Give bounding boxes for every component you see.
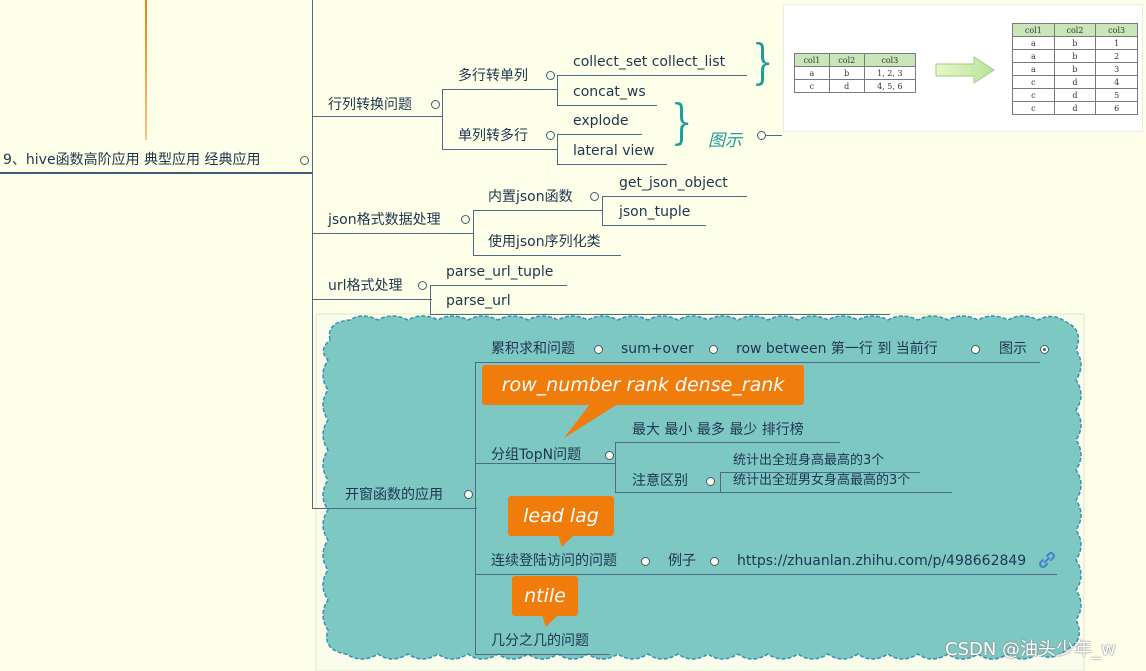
item-example[interactable]: 例子 xyxy=(668,553,696,569)
orange-connector xyxy=(145,0,147,140)
topic-window-functions[interactable]: 开窗函数的应用 xyxy=(345,487,443,503)
item-explode[interactable]: explode xyxy=(573,113,629,129)
topic-group-topn[interactable]: 分组TopN问题 xyxy=(491,447,582,463)
figure-toggle[interactable] xyxy=(757,131,766,140)
attention-toggle[interactable] xyxy=(706,477,715,486)
topic-multi-row-to-col[interactable]: 多行转单列 xyxy=(458,68,528,84)
topic-json-builtin[interactable]: 内置json函数 xyxy=(488,189,573,205)
item-cumulative-figure[interactable]: 图示 xyxy=(999,341,1027,357)
item-top3-gender[interactable]: 统计出全班男女身高最高的3个 xyxy=(733,473,911,488)
figure-label[interactable]: 图示 xyxy=(708,131,742,151)
topic-col-to-multi-row[interactable]: 单列转多行 xyxy=(458,128,528,144)
item-sum-over[interactable]: sum+over xyxy=(621,341,694,357)
cumulative-figure-toggle[interactable] xyxy=(1040,345,1049,354)
json-collapse-toggle[interactable] xyxy=(461,215,470,224)
main-trunk xyxy=(312,0,313,508)
topic-fraction[interactable]: 几分之几的问题 xyxy=(491,633,589,649)
item-json-tuple[interactable]: json_tuple xyxy=(619,204,691,220)
item-row-between[interactable]: row between 第一行 到 当前行 xyxy=(736,341,938,357)
callout-ntile: ntile xyxy=(512,576,578,616)
topic-attention[interactable]: 注意区别 xyxy=(632,473,688,489)
multi-row-collapse-toggle[interactable] xyxy=(546,71,555,80)
link-icon[interactable] xyxy=(1039,552,1055,568)
sum-over-toggle[interactable] xyxy=(709,345,718,354)
root-collapse-toggle[interactable] xyxy=(300,156,309,165)
summary-brace-upper: } xyxy=(752,34,774,90)
cumulative-toggle[interactable] xyxy=(594,345,603,354)
item-parse-url[interactable]: parse_url xyxy=(446,293,511,309)
callout-tail xyxy=(564,404,618,438)
login-toggle[interactable] xyxy=(641,557,650,566)
callout-row-number: row_number rank dense_rank xyxy=(482,365,804,405)
topic-json[interactable]: json格式数据处理 xyxy=(328,212,441,228)
item-top3-class[interactable]: 统计出全班身高最高的3个 xyxy=(733,453,885,468)
item-leaderboard[interactable]: 最大 最小 最多 最少 排行榜 xyxy=(632,422,804,438)
item-parse-url-tuple[interactable]: parse_url_tuple xyxy=(446,264,554,280)
topic-cumulative-sum[interactable]: 累积求和问题 xyxy=(491,341,575,357)
callout-lead-lag: lead lag xyxy=(508,496,614,536)
arrow-icon xyxy=(935,56,995,84)
json-builtin-collapse-toggle[interactable] xyxy=(590,192,599,201)
item-lateral-view[interactable]: lateral view xyxy=(573,143,655,159)
url-collapse-toggle[interactable] xyxy=(418,281,427,290)
link-zhihu[interactable]: https://zhuanlan.zhihu.com/p/498662849 xyxy=(737,553,1027,569)
topic-url[interactable]: url格式处理 xyxy=(328,278,403,294)
row-between-toggle[interactable] xyxy=(971,345,980,354)
row-col-collapse-toggle[interactable] xyxy=(431,100,440,109)
item-json-serde[interactable]: 使用json序列化类 xyxy=(488,234,601,250)
col-to-row-collapse-toggle[interactable] xyxy=(546,131,555,140)
item-collect[interactable]: collect_set collect_list xyxy=(573,54,726,70)
topic-row-col[interactable]: 行列转换问题 xyxy=(328,97,412,113)
item-get-json-object[interactable]: get_json_object xyxy=(619,175,728,191)
topn-collapse-toggle[interactable] xyxy=(605,451,614,460)
window-collapse-toggle[interactable] xyxy=(464,490,473,499)
root-underline xyxy=(0,172,312,174)
summary-brace-lower: } xyxy=(671,94,693,150)
example-toggle[interactable] xyxy=(710,557,719,566)
topic-consecutive-login[interactable]: 连续登陆访问的问题 xyxy=(491,553,617,569)
watermark: CSDN @油头少年_w xyxy=(945,639,1116,660)
root-topic[interactable]: 9、hive函数高阶应用 典型应用 经典应用 xyxy=(3,152,261,168)
item-concat-ws[interactable]: concat_ws xyxy=(573,84,646,100)
